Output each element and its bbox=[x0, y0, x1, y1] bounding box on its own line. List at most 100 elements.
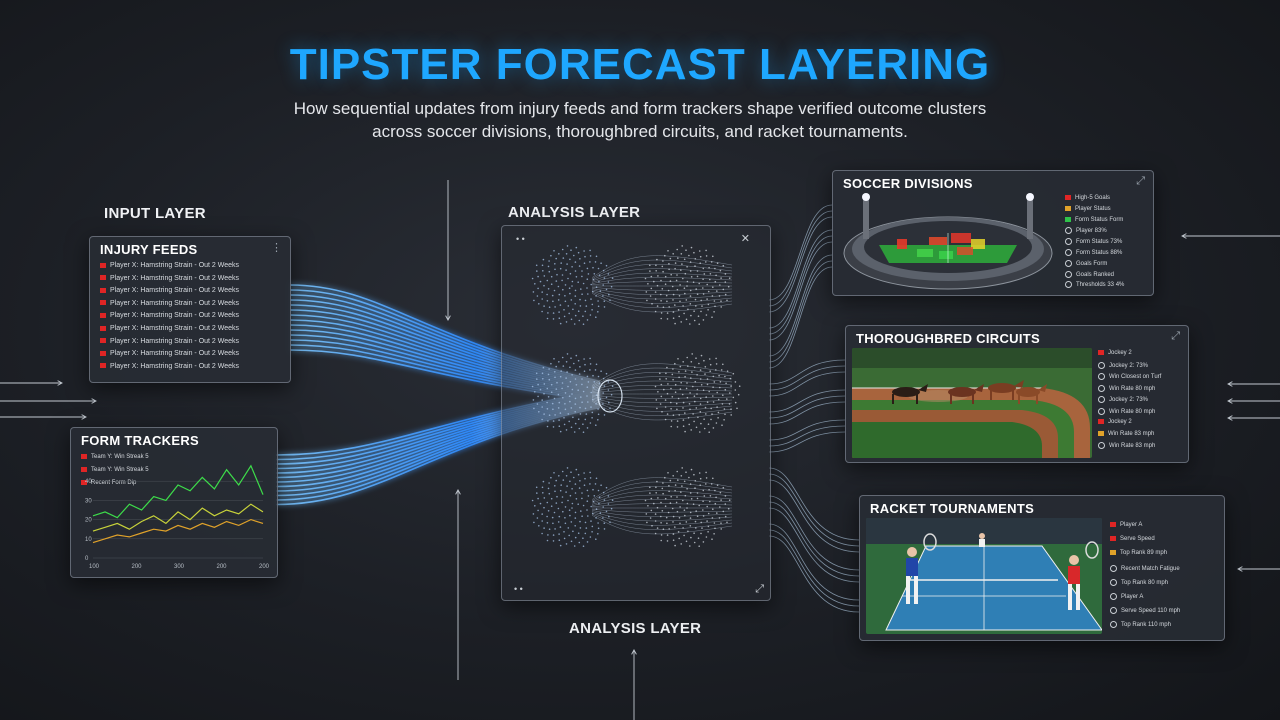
outcome-cluster bbox=[531, 467, 614, 547]
output-connector bbox=[768, 395, 846, 419]
flag-icon bbox=[100, 287, 106, 293]
cluster-flow bbox=[591, 512, 733, 526]
injury-feed-row[interactable]: Player X: Hamstring Strain - Out 2 Weeks bbox=[100, 300, 239, 307]
racket-stat-row: Top Rank 110 mph bbox=[1110, 621, 1171, 628]
injury-feed-row[interactable]: Player X: Hamstring Strain - Out 2 Weeks bbox=[100, 287, 239, 294]
analysis-panel[interactable]: • • ✕ • • ⤢ bbox=[501, 225, 771, 601]
y-tick-label: 30 bbox=[85, 498, 92, 504]
injury-feed-row[interactable]: Player X: Hamstring Strain - Out 2 Weeks bbox=[100, 312, 239, 319]
cluster-flow bbox=[591, 287, 733, 291]
flag-icon bbox=[100, 325, 106, 331]
output-connector bbox=[768, 204, 833, 301]
panel-menu-icon[interactable]: ⋮ bbox=[271, 242, 282, 254]
soccer-stat-row: Player 83% bbox=[1065, 227, 1107, 234]
racket-stat-row: Top Rank 80 mph bbox=[1110, 578, 1168, 586]
output-connector bbox=[768, 266, 833, 369]
output-connector bbox=[768, 254, 833, 357]
flag-icon bbox=[1098, 430, 1104, 436]
page-title: TIPSTER FORECAST LAYERING bbox=[289, 40, 991, 89]
y-tick-label: 10 bbox=[85, 537, 92, 543]
arrow-head bbox=[1181, 233, 1187, 239]
injury-feed-row[interactable]: Player X: Hamstring Strain - Out 2 Weeks bbox=[100, 350, 239, 357]
soccer-stat-row: Form Status Form bbox=[1065, 216, 1123, 223]
injury-feeds-title: INJURY FEEDS bbox=[100, 242, 198, 257]
cluster-flow bbox=[591, 494, 733, 505]
thoroughbred-circuits-panel[interactable]: THOROUGHBRED CIRCUITS ⤢ Jockey 2 Jockey 2… bbox=[845, 325, 1189, 463]
y-tick-label: 20 bbox=[85, 518, 92, 524]
soccer-divisions-title: SOCCER DIVISIONS bbox=[843, 176, 973, 191]
flag-icon bbox=[100, 338, 106, 344]
soccer-stat-row: Form Status 88% bbox=[1065, 249, 1122, 256]
form-legend-item: Team Y: Win Streak 5 bbox=[81, 467, 149, 473]
injury-feed-row[interactable]: Player X: Hamstring Strain - Out 2 Weeks bbox=[100, 338, 239, 345]
cluster-flow bbox=[591, 268, 733, 282]
arrow-head bbox=[91, 398, 97, 404]
bullet-icon bbox=[1098, 361, 1105, 369]
analysis-layer-label-bottom: ANALYSIS LAYER bbox=[569, 620, 702, 637]
panel-menu-icon[interactable]: • • bbox=[514, 584, 523, 594]
cluster-flow bbox=[591, 380, 733, 391]
cluster-flow bbox=[591, 290, 733, 304]
bullet-icon bbox=[1065, 259, 1072, 267]
arrow-head bbox=[455, 489, 461, 495]
bullet-icon bbox=[1065, 270, 1072, 278]
arrow-head bbox=[1237, 566, 1243, 572]
thoroughbred-circuits-title: THOROUGHBRED CIRCUITS bbox=[856, 331, 1040, 346]
injury-feed-row[interactable]: Player X: Hamstring Strain - Out 2 Weeks bbox=[100, 262, 239, 269]
output-connector bbox=[768, 260, 833, 363]
injury-feeds-panel[interactable]: INJURY FEEDS ⋮ Player X: Hamstring Strai… bbox=[89, 236, 291, 383]
bullet-icon bbox=[1110, 578, 1117, 586]
racket-stat-row: Serve Speed bbox=[1110, 536, 1155, 542]
injury-feed-row[interactable]: Player X: Hamstring Strain - Out 2 Weeks bbox=[100, 363, 239, 370]
arrow-head bbox=[81, 414, 87, 420]
outcome-cluster bbox=[654, 353, 741, 433]
outcome-cluster bbox=[644, 245, 731, 325]
soccer-stat-row: Thresholds 33 4% bbox=[1065, 281, 1124, 288]
output-connector bbox=[768, 479, 860, 553]
y-tick-label: 0 bbox=[85, 556, 89, 562]
flag-icon bbox=[1110, 550, 1116, 556]
racetrack-image bbox=[852, 348, 1092, 458]
soccer-stat-row: Goals Ranked bbox=[1065, 270, 1114, 278]
analysis-layer-label-top: ANALYSIS LAYER bbox=[508, 204, 641, 221]
expand-icon[interactable]: ⤢ bbox=[1136, 175, 1145, 187]
flag-icon bbox=[1065, 195, 1071, 200]
racket-stat-row: Player A bbox=[1110, 593, 1143, 600]
flag-icon bbox=[1065, 216, 1071, 222]
x-tick-label: 300 bbox=[174, 564, 185, 570]
form-trackers-title: FORM TRACKERS bbox=[81, 433, 200, 448]
flag-icon bbox=[1098, 419, 1104, 424]
injury-feed-row[interactable]: Player X: Hamstring Strain - Out 2 Weeks bbox=[100, 275, 239, 282]
cluster-flow bbox=[591, 398, 733, 412]
flag-icon bbox=[1110, 522, 1116, 527]
bullet-icon bbox=[1098, 442, 1105, 449]
outcome-cluster bbox=[644, 467, 731, 547]
cluster-flow bbox=[591, 477, 733, 500]
cluster-flow bbox=[591, 372, 733, 389]
thoroughbred-stat-row: Jockey 2 bbox=[1098, 419, 1132, 425]
form-legend-item: Recent Form Dip bbox=[81, 480, 136, 486]
series-line bbox=[92, 518, 264, 544]
racket-stat-row: Top Rank 89 mph bbox=[1110, 550, 1167, 556]
output-connector bbox=[768, 467, 860, 541]
flag-icon bbox=[100, 363, 106, 369]
cluster-flow bbox=[591, 363, 733, 386]
arrow-head bbox=[445, 315, 451, 321]
expand-icon[interactable]: ⤢ bbox=[1171, 330, 1180, 342]
form-trackers-panel[interactable]: FORM TRACKERS Team Y: Win Streak 5 Team … bbox=[70, 427, 278, 578]
thoroughbred-stat-row: Jockey 2: 73% bbox=[1098, 361, 1148, 369]
output-connector bbox=[768, 359, 846, 385]
flag-icon bbox=[1065, 205, 1071, 211]
focus-ring bbox=[597, 379, 623, 413]
close-icon[interactable]: ✕ bbox=[740, 233, 750, 245]
injury-feed-row[interactable]: Player X: Hamstring Strain - Out 2 Weeks bbox=[100, 325, 239, 332]
soccer-stat-row: Goals Form bbox=[1065, 259, 1107, 267]
cluster-flow bbox=[591, 376, 733, 390]
cluster-flow bbox=[591, 385, 733, 392]
stadium-image bbox=[843, 193, 1053, 290]
panel-menu-icon[interactable]: • • bbox=[516, 234, 525, 244]
thoroughbred-stat-row: Win Rate 80 mph bbox=[1098, 407, 1155, 415]
expand-icon[interactable]: ⤢ bbox=[755, 583, 764, 595]
